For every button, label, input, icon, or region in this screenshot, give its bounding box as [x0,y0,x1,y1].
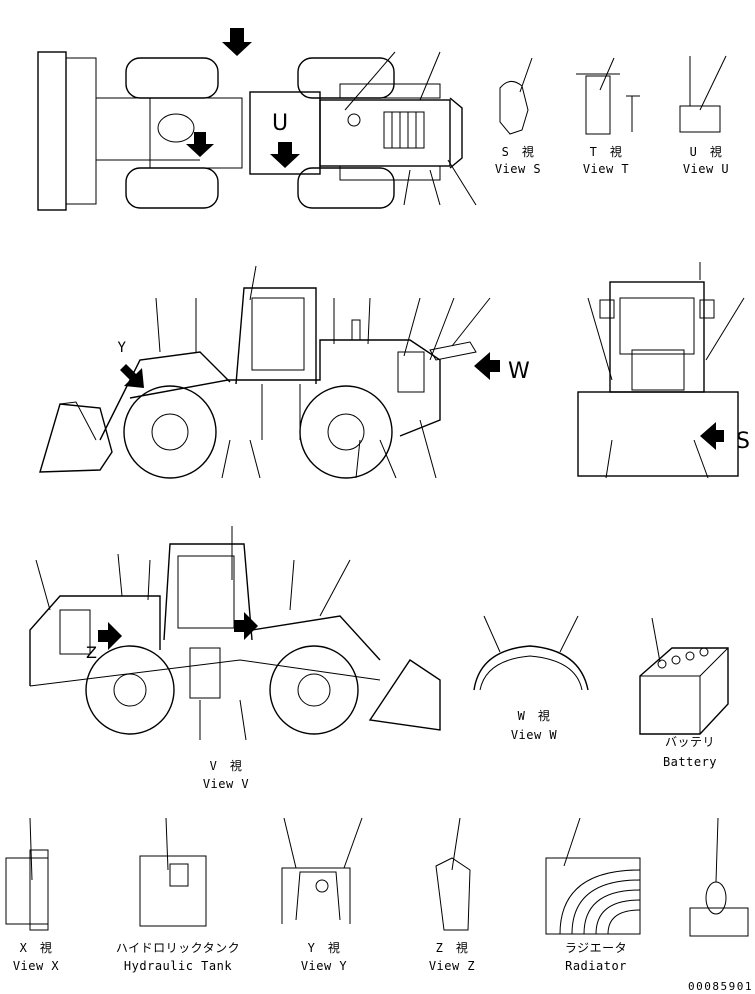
view-s-label: View S [495,162,541,176]
view-x-jp-label: X 視 [20,940,53,955]
battery-label: Battery [663,755,717,769]
arrow-down-icon [186,132,214,157]
arrow-w-letter: W [508,359,530,384]
radiator-jp-label: ラジエータ [565,941,627,955]
hydraulic-tank-view: ハイドロリックタンク Hydraulic Tank [116,817,240,973]
view-x-label: View X [13,959,60,973]
view-w-jp-label: W 視 [518,708,551,723]
left-side-view: W Y [39,265,530,479]
hydraulic-tank-label: Hydraulic Tank [124,959,232,973]
view-v-label: View V [203,777,249,791]
arrow-diag-icon [120,364,144,388]
view-t: T 視 View T [576,57,640,176]
view-u-label: View U [683,162,729,176]
view-x: X 視 View X [5,817,60,973]
view-y-label: View Y [301,959,348,973]
view-v-jp-label: V 視 [210,758,243,773]
view-w: W 視 View W [473,615,589,742]
arrow-z-letter: Z [86,643,97,662]
cab-letter-u: U [272,111,288,136]
view-z-label: View Z [429,959,475,973]
radiator-label: Radiator [565,959,627,973]
arrow-right-icon [234,612,258,640]
arrow-down-icon [270,142,300,168]
rear-view: S [577,262,750,479]
battery-jp-label: バッテリ [665,735,715,749]
arrow-down-icon [222,28,252,56]
radiator-view: ラジエータ Radiator [545,817,641,973]
view-u-jp-label: U 視 [690,144,723,159]
top-plan-view: U [37,28,477,211]
arrow-s-letter: S [736,429,750,454]
arrow-left-icon [700,422,724,450]
view-t-jp-label: T 視 [590,144,623,159]
arrow-left-icon [474,352,500,380]
drawing-id: 00085901 [688,980,753,993]
decal-plate-view [689,817,749,937]
view-y-jp-label: Y 視 [308,940,341,955]
hydraulic-tank-jp-label: ハイドロリックタンク [116,941,240,955]
arrow-y-letter: Y [118,340,127,356]
view-y: Y 視 View Y [281,817,363,973]
view-s-jp-label: S 視 [502,144,535,159]
view-s: S 視 View S [495,57,541,176]
view-w-label: View W [511,728,558,742]
view-z: Z 視 View Z [429,817,475,973]
hood-grille [383,111,425,149]
arrow-right-icon [98,622,122,650]
view-u: U 視 View U [679,55,729,176]
view-v: Z V 視 View V [29,526,441,791]
view-z-jp-label: Z 視 [436,940,469,955]
view-t-label: View T [583,162,629,176]
battery: バッテリ Battery [639,617,729,769]
